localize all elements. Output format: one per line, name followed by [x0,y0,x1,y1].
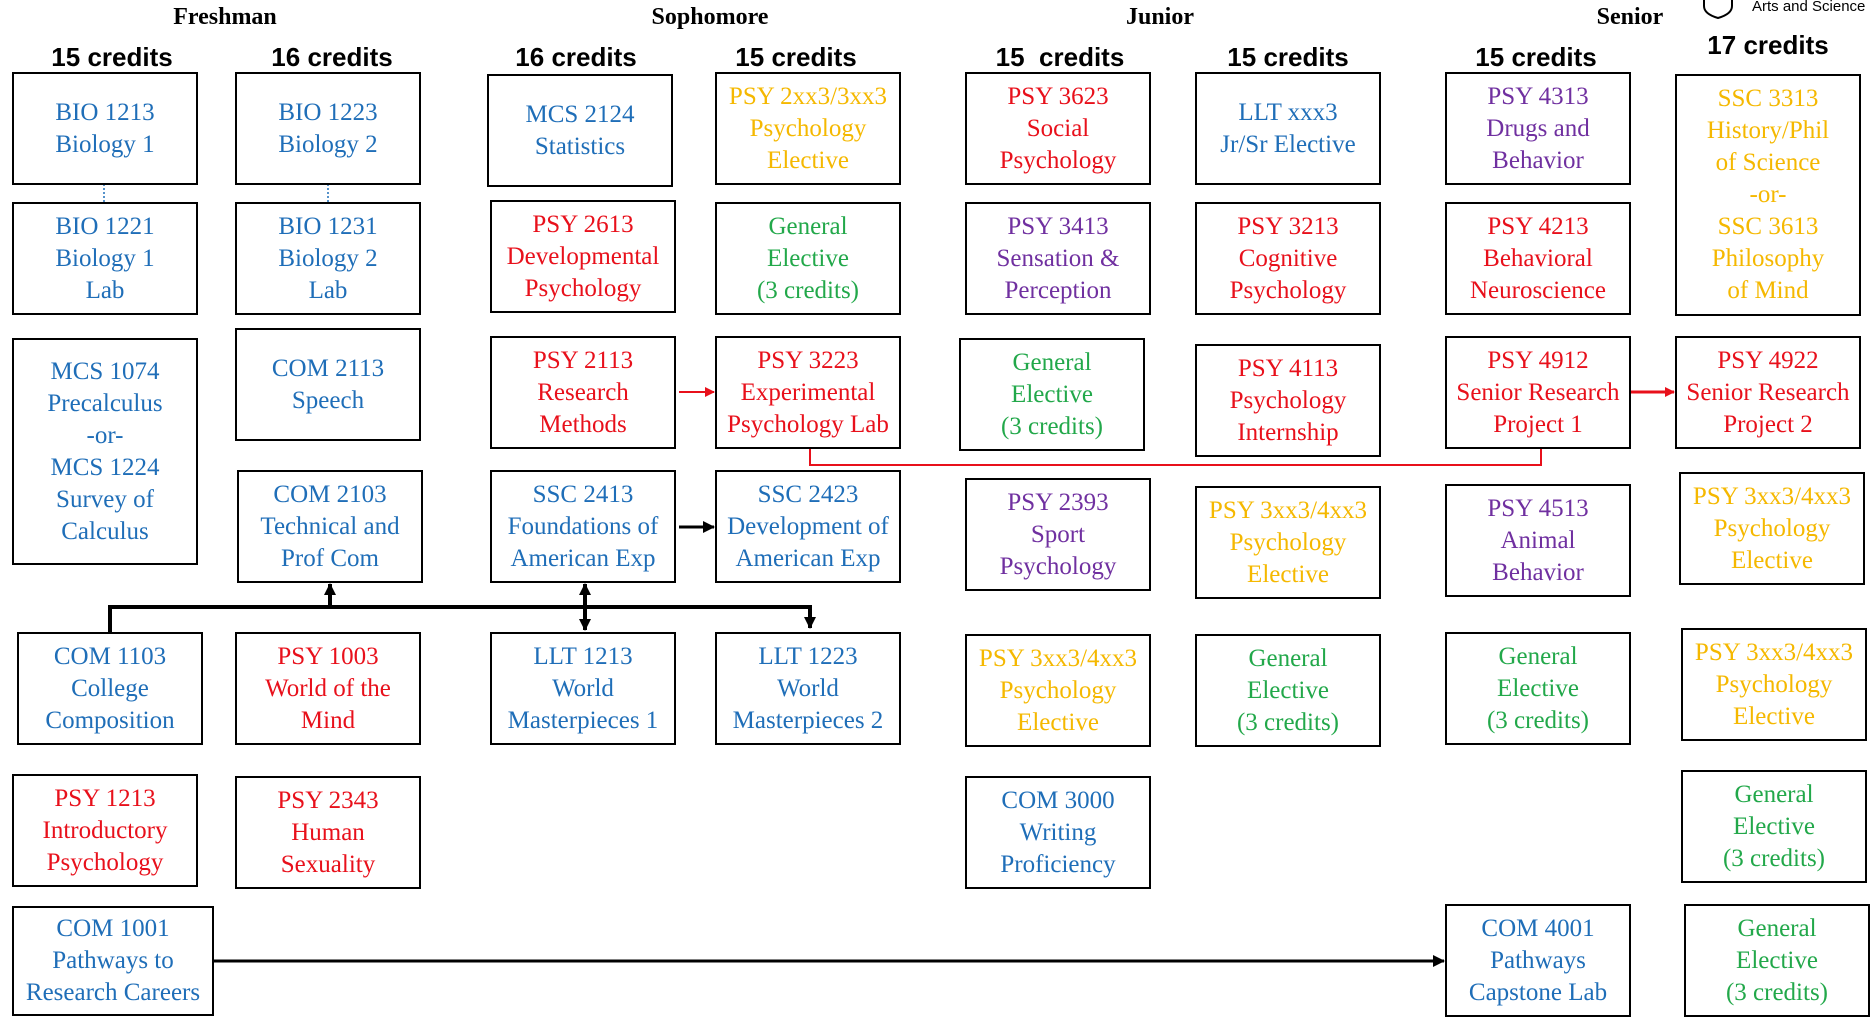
comp-connector [108,605,816,632]
arrow-3223-to-4912 [809,419,1546,466]
credits-se-2: 17 credits [1707,30,1829,60]
credits-fr-2: 16 credits [271,42,393,72]
credits-ju-1: 15 credits [995,42,1125,72]
logo-text: Arts and Science [1752,0,1866,15]
credits-so-1: 16 credits [515,42,637,72]
credits-ju-2: 15 credits [1227,42,1349,72]
college-logo [1703,0,1733,20]
year-senior: Senior [1596,4,1664,30]
year-sophomore: Sophomore [651,4,769,30]
year-freshman: Freshman [173,4,277,30]
credits-so-2: 15 credits [735,42,857,72]
credits-se-1: 15 credits [1475,42,1597,72]
year-junior: Junior [1125,4,1194,30]
credits-fr-1: 15 credits [51,42,173,72]
